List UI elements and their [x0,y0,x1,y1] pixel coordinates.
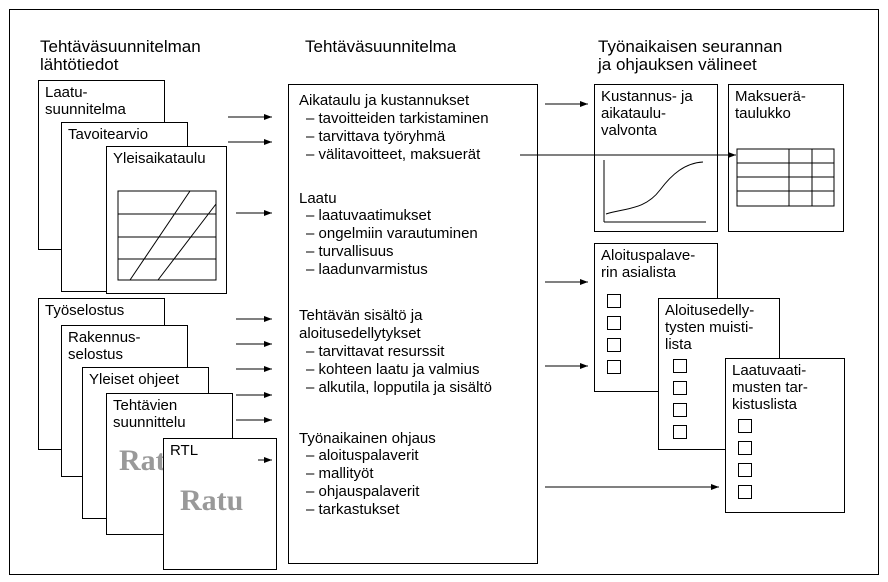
schedule-chart-icon [117,190,217,281]
checkbox-icon [607,338,621,352]
checkbox-icon [607,360,621,374]
checkbox-icon [673,403,687,417]
tool-maksueratalukko: Maksuerä- taulukko [728,84,844,232]
tool-laatuvaatimukset-tarkistuslista: Laatuvaati- musten tar- kistuslista [725,358,845,513]
doc-label: Tehtävien suunnittelu [113,397,186,431]
checkbox-icon [673,425,687,439]
doc-label: RTL [170,442,199,459]
s-curve-chart-icon [603,160,706,223]
checkbox-icon [673,381,687,395]
payment-table-icon [736,148,835,207]
plan-section-items: – tavoitteiden tarkistaminen – tarvittav… [306,110,489,163]
flow-arrows [228,101,736,490]
tool-label: Laatuvaati- musten tar- kistuslista [732,362,808,413]
plan-section-items: – aloituspalaverit – mallityöt – ohjausp… [306,447,420,518]
heading-plan: Tehtäväsuunnitelma [305,37,457,56]
checkbox-icon [607,294,621,308]
plan-box: Aikataulu ja kustannukset – tavoitteiden… [288,84,538,564]
tool-label: Maksuerä- taulukko [735,88,806,122]
tool-label: Kustannus- ja aikataulu- valvonta [601,88,693,139]
ratu-logo-text: Ratu [180,484,244,517]
plan-section-items: – tarvittavat resurssit – kohteen laatu … [306,343,492,396]
doc-label: Yleisaikataulu [113,150,206,167]
checkbox-icon [607,316,621,330]
plan-section-title: Laatu [299,190,337,207]
plan-section-title: Tehtävän sisältö ja aloitusedellytykset [299,307,423,342]
plan-section-title: Työnaikainen ohjaus [299,430,436,447]
tool-kustannusvalvonta: Kustannus- ja aikataulu- valvonta [594,84,718,232]
heading-tools: Työnaikaisen seurannan ja ohjauksen väli… [598,37,783,74]
doc-label: Laatu- suunnitelma [45,84,126,118]
heading-inputs: Tehtäväsuunnitelman lähtötiedot [40,37,201,74]
checkbox-icon [673,359,687,373]
doc-label: Yleiset ohjeet [89,371,180,388]
checkbox-icon [738,419,752,433]
checkbox-icon [738,485,752,499]
checkbox-icon [738,463,752,477]
plan-section-title: Aikataulu ja kustannukset [299,92,470,109]
tool-label: Aloitusedelly- tysten muisti- lista [665,302,755,353]
doc-label: Rakennus- selostus [68,329,141,363]
plan-section-items: – laatuvaatimukset – ongelmiin varautumi… [306,207,478,278]
checkbox-icon [738,441,752,455]
doc-label: Työselostus [45,302,125,319]
doc-label: Tavoitearvio [68,126,149,143]
diagram-frame [9,9,879,575]
tool-label: Aloituspalave- rin asialista [601,247,696,281]
